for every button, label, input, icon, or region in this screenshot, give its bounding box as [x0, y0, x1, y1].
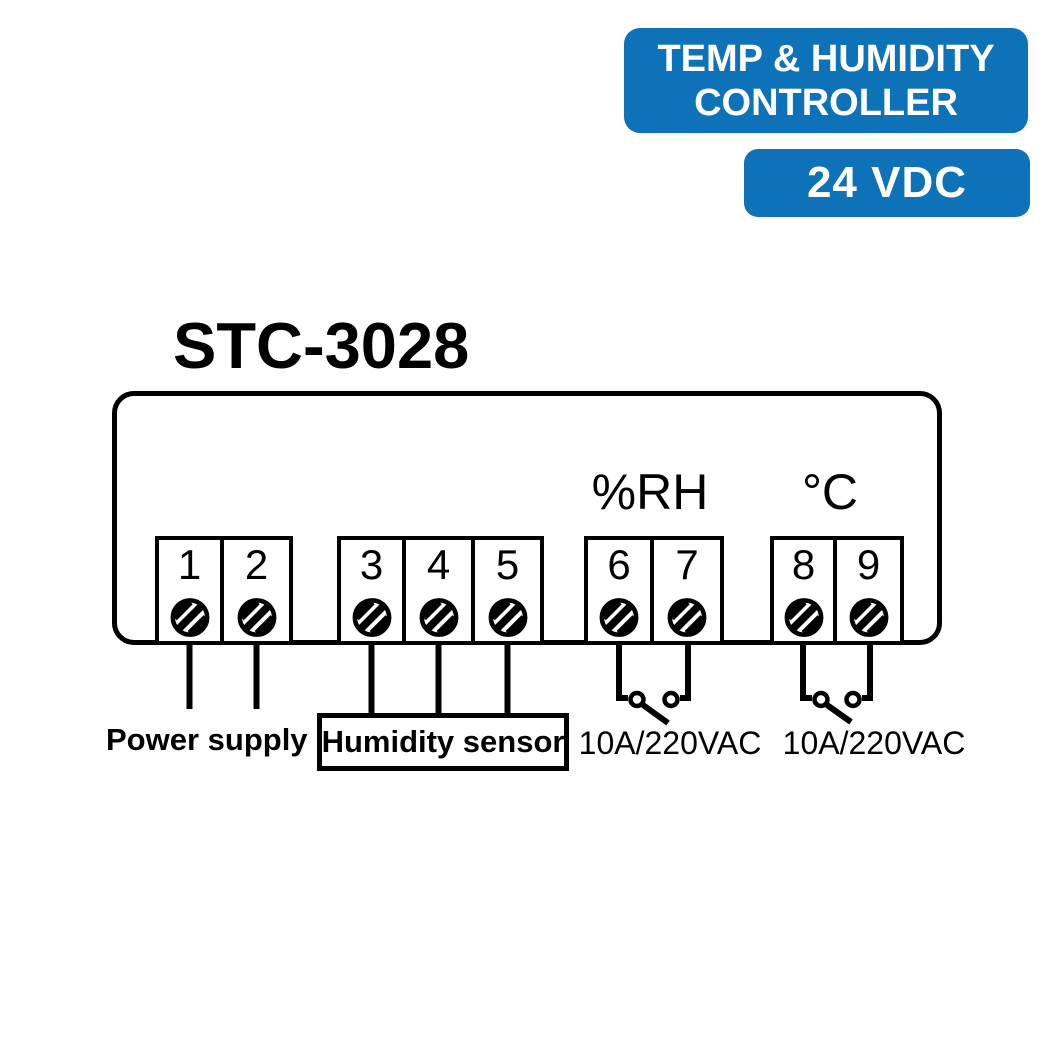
terminal-number: 7	[675, 541, 699, 588]
terminal-cell: 9	[833, 536, 904, 645]
terminal-group-sensor: 3 4 5	[337, 536, 544, 645]
product-badge: TEMP & HUMIDITY CONTROLLER	[624, 28, 1028, 133]
terminal-cell: 5	[471, 536, 544, 645]
terminal-cell: 6	[584, 536, 654, 645]
humidity-relay-switch-icon	[616, 641, 691, 726]
terminal-number: 5	[495, 541, 520, 588]
terminal-cell: 4	[402, 536, 475, 645]
terminal-number: 9	[856, 541, 881, 588]
terminal-cell: 8	[770, 536, 837, 645]
screw-terminal-icon	[232, 594, 282, 641]
terminal-number: 1	[177, 541, 202, 588]
screw-terminal-icon	[483, 594, 533, 641]
screw-terminal-icon	[844, 594, 894, 641]
terminal-group-temp-relay: 8 9	[770, 536, 904, 645]
screw-terminal-icon	[779, 594, 829, 641]
terminal-number: 6	[607, 541, 631, 588]
screw-terminal-icon	[662, 594, 712, 641]
screw-terminal-icon	[165, 594, 215, 641]
terminal-group-power: 1 2	[155, 536, 293, 645]
model-title: STC-3028	[173, 309, 470, 382]
celsius-unit-label: °C	[801, 464, 859, 520]
screw-terminal-icon	[594, 594, 644, 641]
power-supply-label: Power supply	[106, 722, 308, 757]
rh-unit-label: %RH	[591, 464, 709, 520]
terminal-cell: 3	[337, 536, 406, 645]
terminal-group-humidity-relay: 6 7	[584, 536, 724, 645]
screw-terminal-icon	[414, 594, 464, 641]
humidity-sensor-box: Humidity sensor	[317, 713, 569, 771]
terminal-cell: 2	[220, 536, 293, 645]
product-badge-line1: TEMP & HUMIDITY	[657, 37, 995, 80]
terminal-number: 2	[244, 541, 269, 588]
terminal-number: 3	[359, 541, 384, 588]
voltage-badge: 24 VDC	[744, 149, 1030, 217]
humidity-sensor-label: Humidity sensor	[321, 724, 565, 759]
terminal-cell: 1	[155, 536, 224, 645]
temp-relay-switch-icon	[800, 641, 873, 725]
relay-rating-rh-label: 10A/220VAC	[578, 725, 762, 761]
screw-terminal-icon	[347, 594, 397, 641]
terminal-number: 4	[426, 541, 451, 588]
product-badge-line2: CONTROLLER	[694, 81, 958, 124]
terminal-cell: 7	[650, 536, 724, 645]
relay-rating-temp-label: 10A/220VAC	[782, 725, 966, 761]
terminal-number: 8	[791, 541, 816, 588]
